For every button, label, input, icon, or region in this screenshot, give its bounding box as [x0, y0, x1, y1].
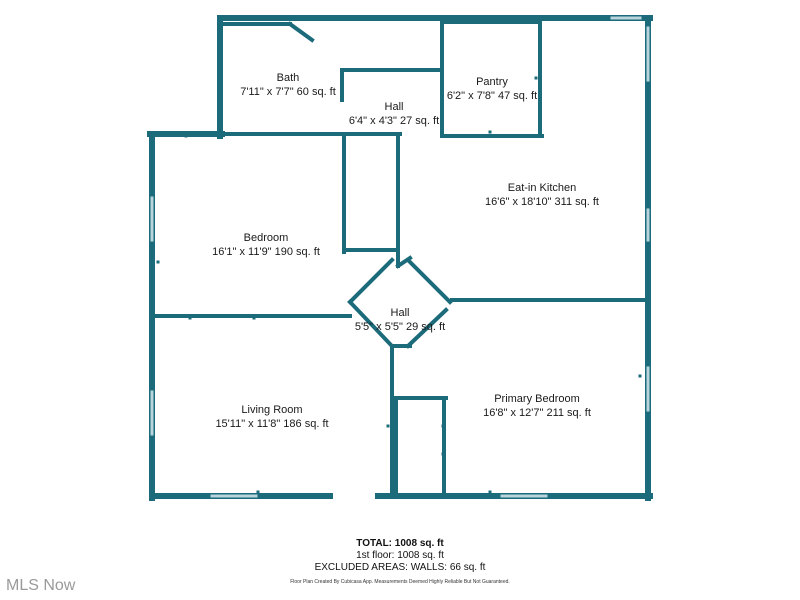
room-name-bedroom: Bedroom: [244, 232, 289, 244]
room-size-hall-top: 6'4" x 4'3" 27 sq. ft: [349, 115, 439, 127]
room-name-primary: Primary Bedroom: [494, 393, 580, 405]
door-marker: [188, 316, 192, 320]
room-size-bedroom: 16'1" x 11'9" 190 sq. ft: [212, 246, 320, 258]
door-marker: [256, 490, 260, 494]
door-marker: [340, 98, 344, 102]
hall-wall: [347, 299, 395, 349]
hall-wall: [405, 307, 449, 349]
room-size-bath: 7'11" x 7'7" 60 sq. ft: [240, 86, 336, 98]
windows: [150, 16, 650, 498]
door-markers: [156, 20, 642, 494]
room-name-bath: Bath: [277, 72, 300, 84]
room-name-living: Living Room: [241, 404, 302, 416]
door-marker: [340, 132, 344, 136]
door-marker: [441, 424, 445, 428]
door-marker: [386, 424, 390, 428]
door-marker: [488, 490, 492, 494]
room-size-kitchen: 16'6" x 18'10" 311 sq. ft: [485, 196, 599, 208]
door-marker: [184, 134, 188, 138]
door-marker: [544, 298, 548, 302]
plan-credit: Floor Plan Created By Cubicasa App. Meas…: [290, 579, 510, 585]
room-size-pantry: 6'2" x 7'8" 47 sq. ft: [447, 90, 537, 102]
door-marker: [488, 20, 492, 24]
room-name-hall-top: Hall: [385, 101, 404, 113]
total-area: TOTAL: 1008 sq. ft: [356, 538, 444, 549]
door-marker: [396, 194, 400, 198]
area-summary: TOTAL: 1008 sq. ft 1st floor: 1008 sq. f…: [0, 538, 800, 574]
door-marker: [638, 374, 642, 378]
floor-area: 1st floor: 1008 sq. ft: [356, 550, 444, 561]
door-marker: [252, 316, 256, 320]
room-name-hall-mid: Hall: [391, 307, 410, 319]
hall-wall: [405, 257, 453, 305]
door-marker: [290, 132, 294, 136]
door-marker: [156, 260, 160, 264]
room-size-living: 15'11" x 11'8" 186 sq. ft: [215, 418, 328, 430]
room-name-kitchen: Eat-in Kitchen: [508, 182, 576, 194]
hall-wall: [347, 257, 395, 305]
door-marker: [441, 452, 445, 456]
room-name-pantry: Pantry: [476, 76, 508, 88]
room-size-hall-mid: 5'5" x 5'5" 29 sq. ft: [355, 321, 445, 333]
mls-watermark: MLS Now: [6, 577, 76, 594]
door-marker: [488, 130, 492, 134]
room-size-primary: 16'8" x 12'7" 211 sq. ft: [483, 407, 591, 419]
door-marker: [590, 298, 594, 302]
excluded-area: EXCLUDED AREAS: WALLS: 66 sq. ft: [314, 562, 486, 573]
door-marker: [534, 76, 538, 80]
exterior-wall: [287, 21, 315, 43]
